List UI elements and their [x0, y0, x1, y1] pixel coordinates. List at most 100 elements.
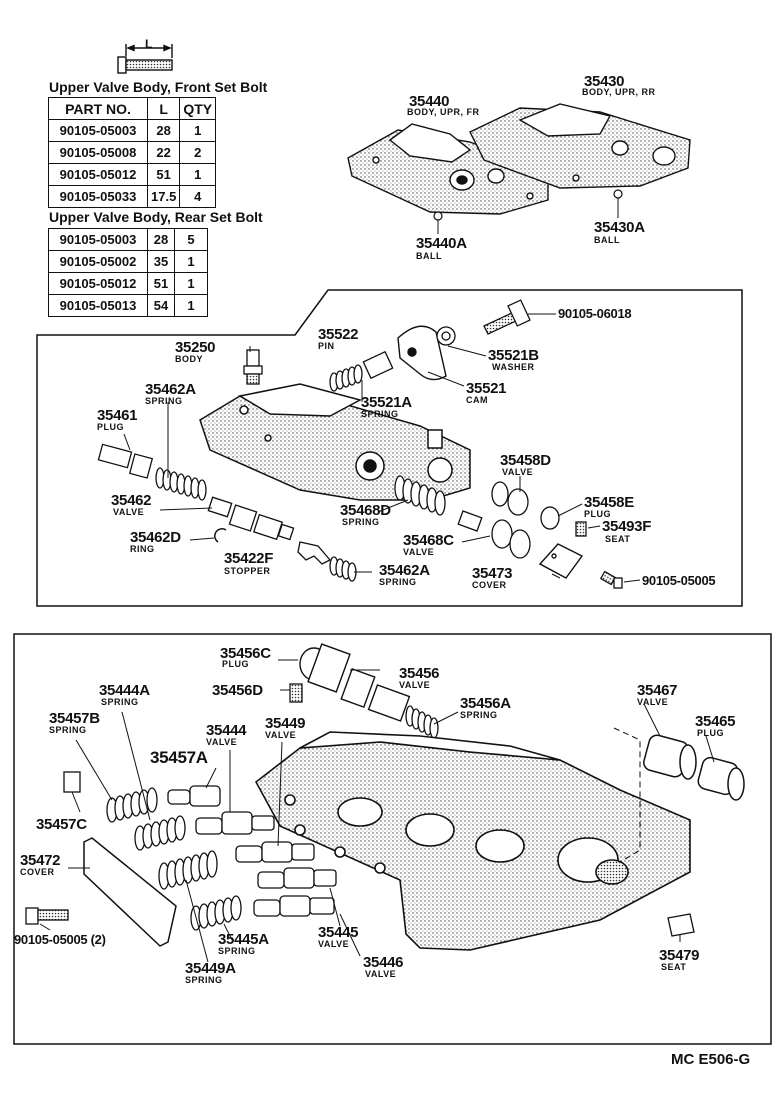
callout-35446-num: 35446 [363, 954, 404, 971]
valve-35449 [235, 841, 315, 863]
callout-35458E-num: 35458E [584, 494, 634, 511]
callout-35445-sub: VALVE [318, 939, 350, 949]
callout-35521A-sub: SPRING [361, 409, 399, 419]
qty-cell: 2 [179, 141, 217, 164]
part-no-cell: 90105-05012 [48, 272, 148, 295]
callout-35422F-sub: STOPPER [224, 566, 271, 576]
table-row: 90105-05002 35 1 [48, 250, 208, 273]
callout-35521A-num: 35521A [361, 394, 412, 411]
upper-body-front [347, 123, 549, 215]
callout-35430A-num: 35430A [594, 219, 645, 236]
spring-35462A-lower [329, 556, 357, 582]
spring-35468D [394, 475, 446, 516]
callout-35456-num: 35456 [399, 665, 440, 682]
qty-cell: 1 [174, 250, 208, 273]
qty-cell: 1 [174, 294, 208, 317]
callout-35445-num: 35445 [318, 924, 359, 941]
middle-section-frame [36, 289, 743, 607]
callout-35440-num: 35440 [409, 93, 450, 110]
valve-35462 [207, 496, 295, 541]
middle-valve-body [199, 383, 471, 501]
callout-35493F-sub: SEAT [605, 534, 631, 544]
callout-35493F-num: 35493F [602, 518, 652, 535]
bolt-90105-06018 [483, 299, 531, 335]
spring-35456A [405, 705, 439, 739]
spring-35445A [190, 895, 242, 931]
plug-35465 [697, 756, 745, 801]
callout-35456A-num: 35456A [460, 695, 511, 712]
length-cell: 51 [146, 163, 181, 186]
callout-35457B-sub: SPRING [49, 725, 87, 735]
part-no-cell: 90105-05003 [48, 228, 148, 251]
pin-35522 [362, 350, 394, 380]
part-no-cell: 90105-05003 [48, 119, 148, 142]
callout-35521-sub: CAM [466, 395, 488, 405]
callout-35449-sub: VALVE [265, 730, 297, 740]
callout-35468C-sub: VALVE [403, 547, 435, 557]
callout-35440-sub: BODY, UPR, FR [407, 107, 480, 117]
qty-cell: 1 [174, 272, 208, 295]
spring-35444A [134, 815, 186, 851]
callout-35462-num: 35462 [111, 492, 152, 509]
callout-35462A-top-num: 35462A [145, 381, 196, 398]
callout-35462D-num: 35462D [130, 529, 181, 546]
seat-35493F [575, 521, 587, 537]
front-table-title: Upper Valve Body, Front Set Bolt [49, 79, 268, 95]
length-cell: 54 [147, 294, 175, 317]
table-row: 90105-05003 28 5 [48, 228, 208, 251]
qty-cell: 5 [174, 228, 208, 251]
header-length: L [146, 97, 181, 120]
part-no-cell: 90105-05008 [48, 141, 148, 164]
table-row: 90105-05012 51 1 [48, 163, 217, 186]
callout-35457B-num: 35457B [49, 710, 100, 727]
callout-35456D-num: 35456D [212, 682, 263, 699]
lower-section-frame [13, 633, 772, 1045]
part-no-cell: 90105-05013 [48, 294, 148, 317]
bolt-90105-05005 [599, 570, 623, 589]
callout-35457A-num: 35457A [150, 748, 208, 767]
callout-35422F-num: 35422F [224, 550, 274, 567]
length-cell: 51 [147, 272, 175, 295]
table-row: 90105-05008 22 2 [48, 141, 217, 164]
length-cell: 17.5 [146, 185, 181, 208]
callout-35456-sub: VALVE [399, 680, 431, 690]
callout-35462A-bot-num: 35462A [379, 562, 430, 579]
rear-table-title: Upper Valve Body, Rear Set Bolt [49, 209, 263, 225]
table-row: 90105-05003 28 1 [48, 119, 217, 142]
seat-35479 [667, 913, 695, 937]
part-no-cell: 90105-05033 [48, 185, 148, 208]
header-part-no: PART NO. [48, 97, 148, 120]
qty-cell: 1 [179, 119, 217, 142]
cover-35473 [538, 543, 584, 579]
stopper-35422F [297, 541, 332, 565]
block-35457C [63, 771, 81, 793]
callout-35462D-sub: RING [130, 544, 155, 554]
bolt-90105-05005-pair [25, 907, 69, 925]
callout-35465-num: 35465 [695, 713, 736, 730]
table-row: 90105-05012 51 1 [48, 272, 208, 295]
callout-35472-sub: COVER [20, 867, 55, 877]
callout-35462-sub: VALVE [113, 507, 145, 517]
callout-35462A-bot-sub: SPRING [379, 577, 417, 587]
callout-35467-num: 35467 [637, 682, 678, 699]
valve-35446 [253, 895, 335, 917]
valve-35457A [167, 785, 221, 807]
callout-35465-sub: PLUG [697, 728, 725, 738]
washer-35521B [436, 326, 456, 346]
callout-35449-num: 35449 [265, 715, 306, 732]
rear-bolt-table: 90105-05003 28 5 90105-05002 35 1 90105-… [48, 228, 208, 317]
spring-35457B [106, 787, 158, 823]
callout-35446-sub: VALVE [365, 969, 397, 979]
callout-35521-num: 35521 [466, 380, 507, 397]
bolt-length-label: L [145, 37, 153, 51]
table-row: 90105-05013 54 1 [48, 294, 208, 317]
body-35250 [243, 349, 263, 385]
callout-35468C-num: 35468C [403, 532, 454, 549]
block-35456D [289, 683, 303, 703]
plug-35461 [97, 443, 154, 479]
valve-35445 [257, 867, 337, 889]
callout-35462A-top-sub: SPRING [145, 396, 183, 406]
qty-cell: 4 [179, 185, 217, 208]
callout-35468D-num: 35468D [340, 502, 391, 519]
